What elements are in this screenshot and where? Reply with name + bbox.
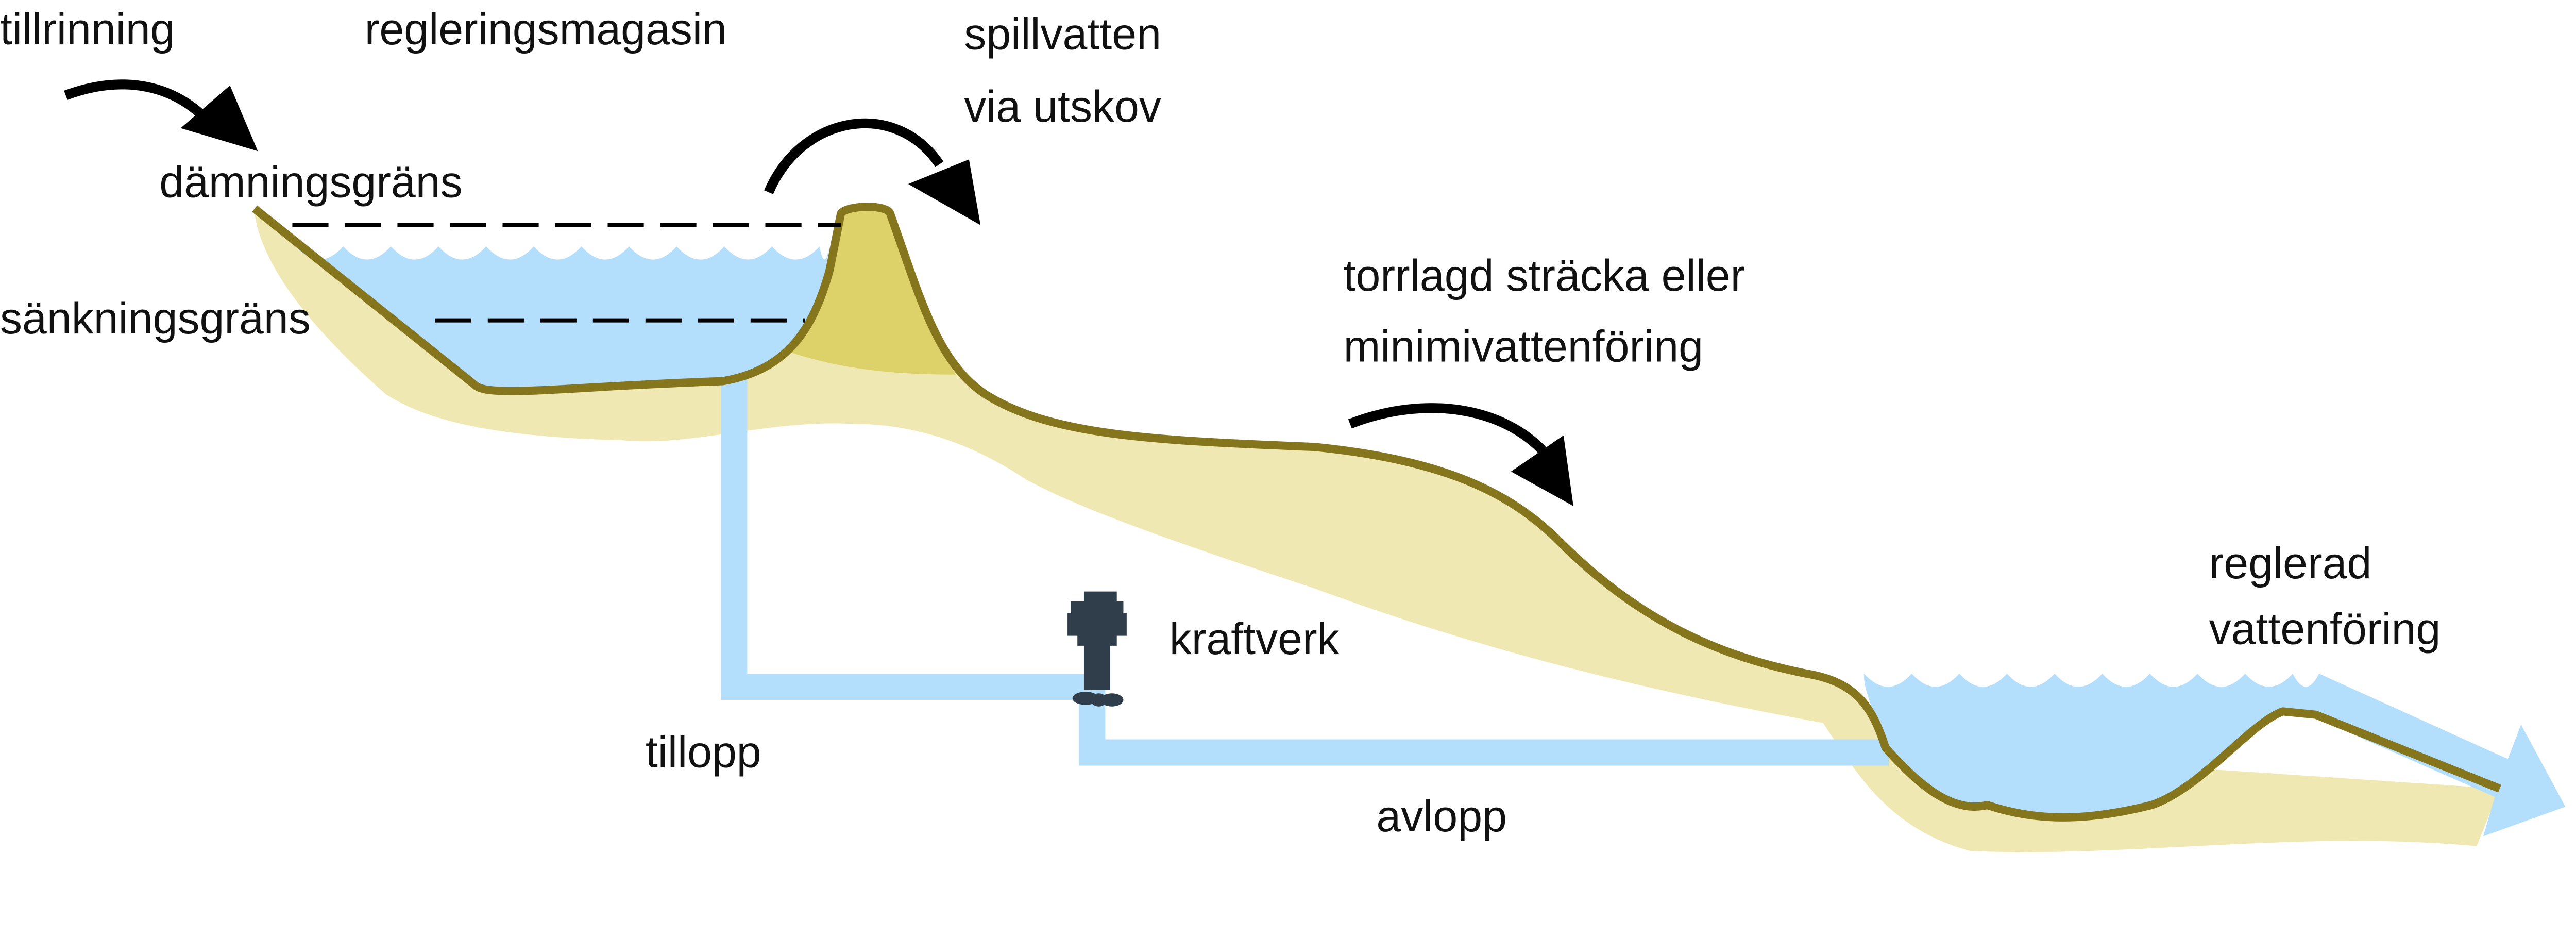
label-damming-limit: dämningsgräns [159, 158, 462, 207]
label-lowering-limit: sänkningsgräns [0, 294, 311, 343]
intake-pipe [721, 364, 1092, 700]
outlet-pipe [1079, 687, 1889, 766]
label-regulated-2: vattenföring [2209, 605, 2441, 654]
label-inflow: tillrinning [0, 5, 175, 54]
turbine-icon [1067, 591, 1127, 707]
label-regulated-1: reglerad [2209, 539, 2372, 588]
label-spill-1: spillvatten [964, 10, 1161, 59]
ground-body [255, 207, 2500, 852]
label-outlet: avlopp [1376, 792, 1507, 841]
label-power-plant: kraftverk [1170, 614, 1340, 664]
terrain-outline [252, 203, 2501, 822]
hydropower-diagram: tillrinning regleringsmagasin spillvatte… [0, 5, 2566, 852]
regulated-river-water [1864, 674, 2566, 836]
spill-arrow-icon [764, 118, 981, 225]
label-dry-stretch-1: torrlagd sträcka eller [1344, 251, 1745, 300]
label-spill-2: via utskov [964, 82, 1161, 131]
dry-stretch-arrow-icon [1348, 403, 1573, 506]
label-reservoir: regleringsmagasin [365, 5, 727, 54]
label-intake: tillopp [646, 728, 761, 777]
label-dry-stretch-2: minimivattenföring [1344, 322, 1703, 371]
dam [788, 207, 956, 375]
reservoir-water [295, 243, 829, 391]
inflow-arrow-icon [64, 79, 258, 152]
